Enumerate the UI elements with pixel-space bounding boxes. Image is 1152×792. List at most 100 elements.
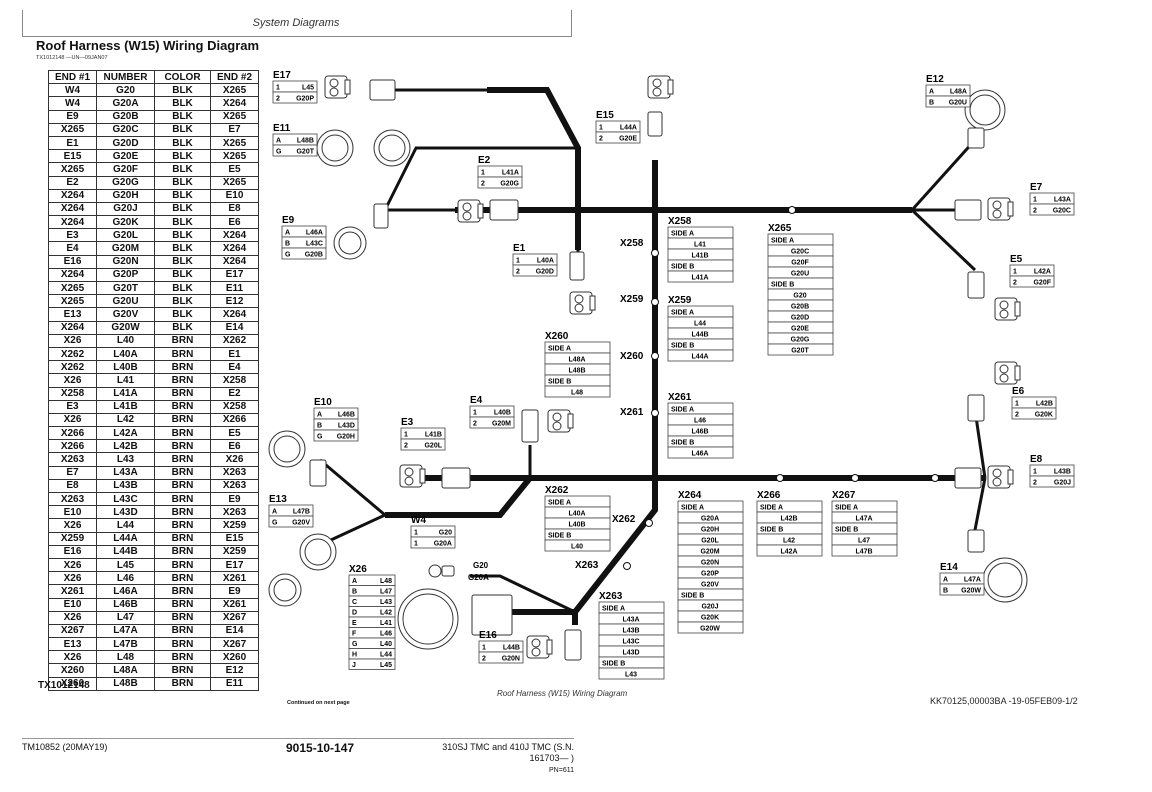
pin-id: F — [352, 631, 357, 638]
e4-plug-icon — [521, 409, 539, 443]
pin-row — [925, 95, 971, 108]
splice-wire: L40B — [568, 522, 585, 529]
pin-row — [469, 416, 515, 429]
pin-wire: G20M — [492, 421, 511, 428]
wire-table-cell: W4 — [48, 83, 97, 98]
pin-wire: G20J — [1054, 480, 1071, 487]
e3-receptacle-icon — [399, 464, 426, 488]
pin-id: A — [929, 89, 934, 96]
splice-side-label: SIDE A — [771, 238, 794, 245]
table-figure-id: TX1012148 — [38, 680, 90, 691]
pin-wire: L41 — [380, 620, 392, 627]
splice-wire: L43A — [622, 617, 639, 624]
e17-plug-icon — [369, 79, 396, 101]
splice-wire: L48A — [568, 357, 585, 364]
splice-label: X259 — [668, 295, 692, 306]
splice-point-label: X259 — [620, 294, 644, 305]
splice-label: X261 — [668, 392, 692, 403]
e1-plug-icon — [569, 251, 585, 281]
splice-node — [623, 562, 631, 570]
connector-label: E12 — [926, 74, 944, 85]
pin-row — [410, 536, 456, 549]
splice-wire: G20U — [791, 271, 809, 278]
pin-row — [1029, 203, 1075, 216]
splice-wire: G20N — [701, 560, 719, 567]
w4-branch-label: G20 — [473, 561, 489, 570]
footer-pn: PN=611 — [549, 767, 574, 774]
e1-receptacle-icon — [569, 291, 596, 315]
pin-id: 1 — [1013, 269, 1017, 276]
pin-wire: L48A — [950, 89, 967, 96]
pin-id: G — [352, 641, 358, 648]
continued-note[interactable]: Continued on next page — [287, 700, 350, 706]
pin-id: 1 — [1033, 469, 1037, 476]
pin-wire: G20K — [1035, 412, 1053, 419]
pin-id: 2 — [516, 269, 520, 276]
splice-wire: L41A — [691, 275, 708, 282]
pin-row — [268, 515, 314, 528]
e12-plug-icon — [967, 127, 985, 149]
splice-wire: G20P — [701, 571, 719, 578]
x26-plug-icon — [471, 594, 513, 636]
splice-wire: G20F — [791, 260, 809, 267]
splice-point-label: X260 — [620, 351, 644, 362]
splice-node — [788, 206, 796, 214]
splice-side-label: SIDE B — [671, 343, 694, 350]
pin-wire: G20W — [961, 588, 981, 595]
reference-code: KK70125,00003BA -19-05FEB09-1/2 — [930, 696, 1078, 706]
harness-branch — [319, 458, 386, 517]
connector-label: E16 — [479, 630, 497, 641]
splice-wire: L47 — [858, 538, 870, 545]
wire-table-cell: BLK — [154, 96, 211, 111]
pin-id: 2 — [481, 181, 485, 188]
splice-wire: L43D — [622, 650, 639, 657]
splice-wire: G20G — [791, 337, 810, 344]
e5-plug-icon — [967, 271, 985, 299]
splice-label: X264 — [678, 490, 702, 501]
pin-wire: L42 — [380, 610, 392, 617]
splice-label: X260 — [545, 331, 569, 342]
splice-node — [651, 409, 659, 417]
pin-wire: G20A — [434, 541, 452, 548]
splice-side-label: SIDE A — [548, 346, 571, 353]
pin-id: 1 — [599, 125, 603, 132]
pin-id: 2 — [1013, 280, 1017, 287]
splice-wire: G20A — [701, 516, 719, 523]
pin-wire: L43B — [1054, 469, 1071, 476]
pin-id: 1 — [404, 432, 408, 439]
splice-row — [677, 621, 744, 634]
pin-wire: G20B — [305, 252, 323, 259]
splice-label: X258 — [668, 216, 692, 227]
footer-model-line1: 310SJ TMC and 410J TMC (S.N. — [442, 742, 574, 752]
harness-lines — [319, 87, 987, 625]
splice-side-label: SIDE A — [671, 310, 694, 317]
splice-wire: G20 — [793, 293, 806, 300]
connector-drawings — [268, 75, 1028, 661]
pin-wire: L48B — [297, 138, 314, 145]
connector-label: E1 — [513, 243, 526, 254]
splice-wire: G20B — [791, 304, 809, 311]
splice-wire: G20H — [701, 527, 719, 534]
splice-wire: G20J — [701, 604, 718, 611]
pin-id: G — [272, 520, 278, 527]
pin-wire: G20D — [536, 269, 554, 276]
page-title: Roof Harness (W15) Wiring Diagram — [36, 38, 260, 53]
splice-label: X266 — [757, 490, 781, 501]
pin-wire: L48 — [380, 578, 392, 585]
pin-wire: L41A — [502, 170, 519, 177]
footer-page-number: 9015-10-147 — [286, 741, 355, 755]
